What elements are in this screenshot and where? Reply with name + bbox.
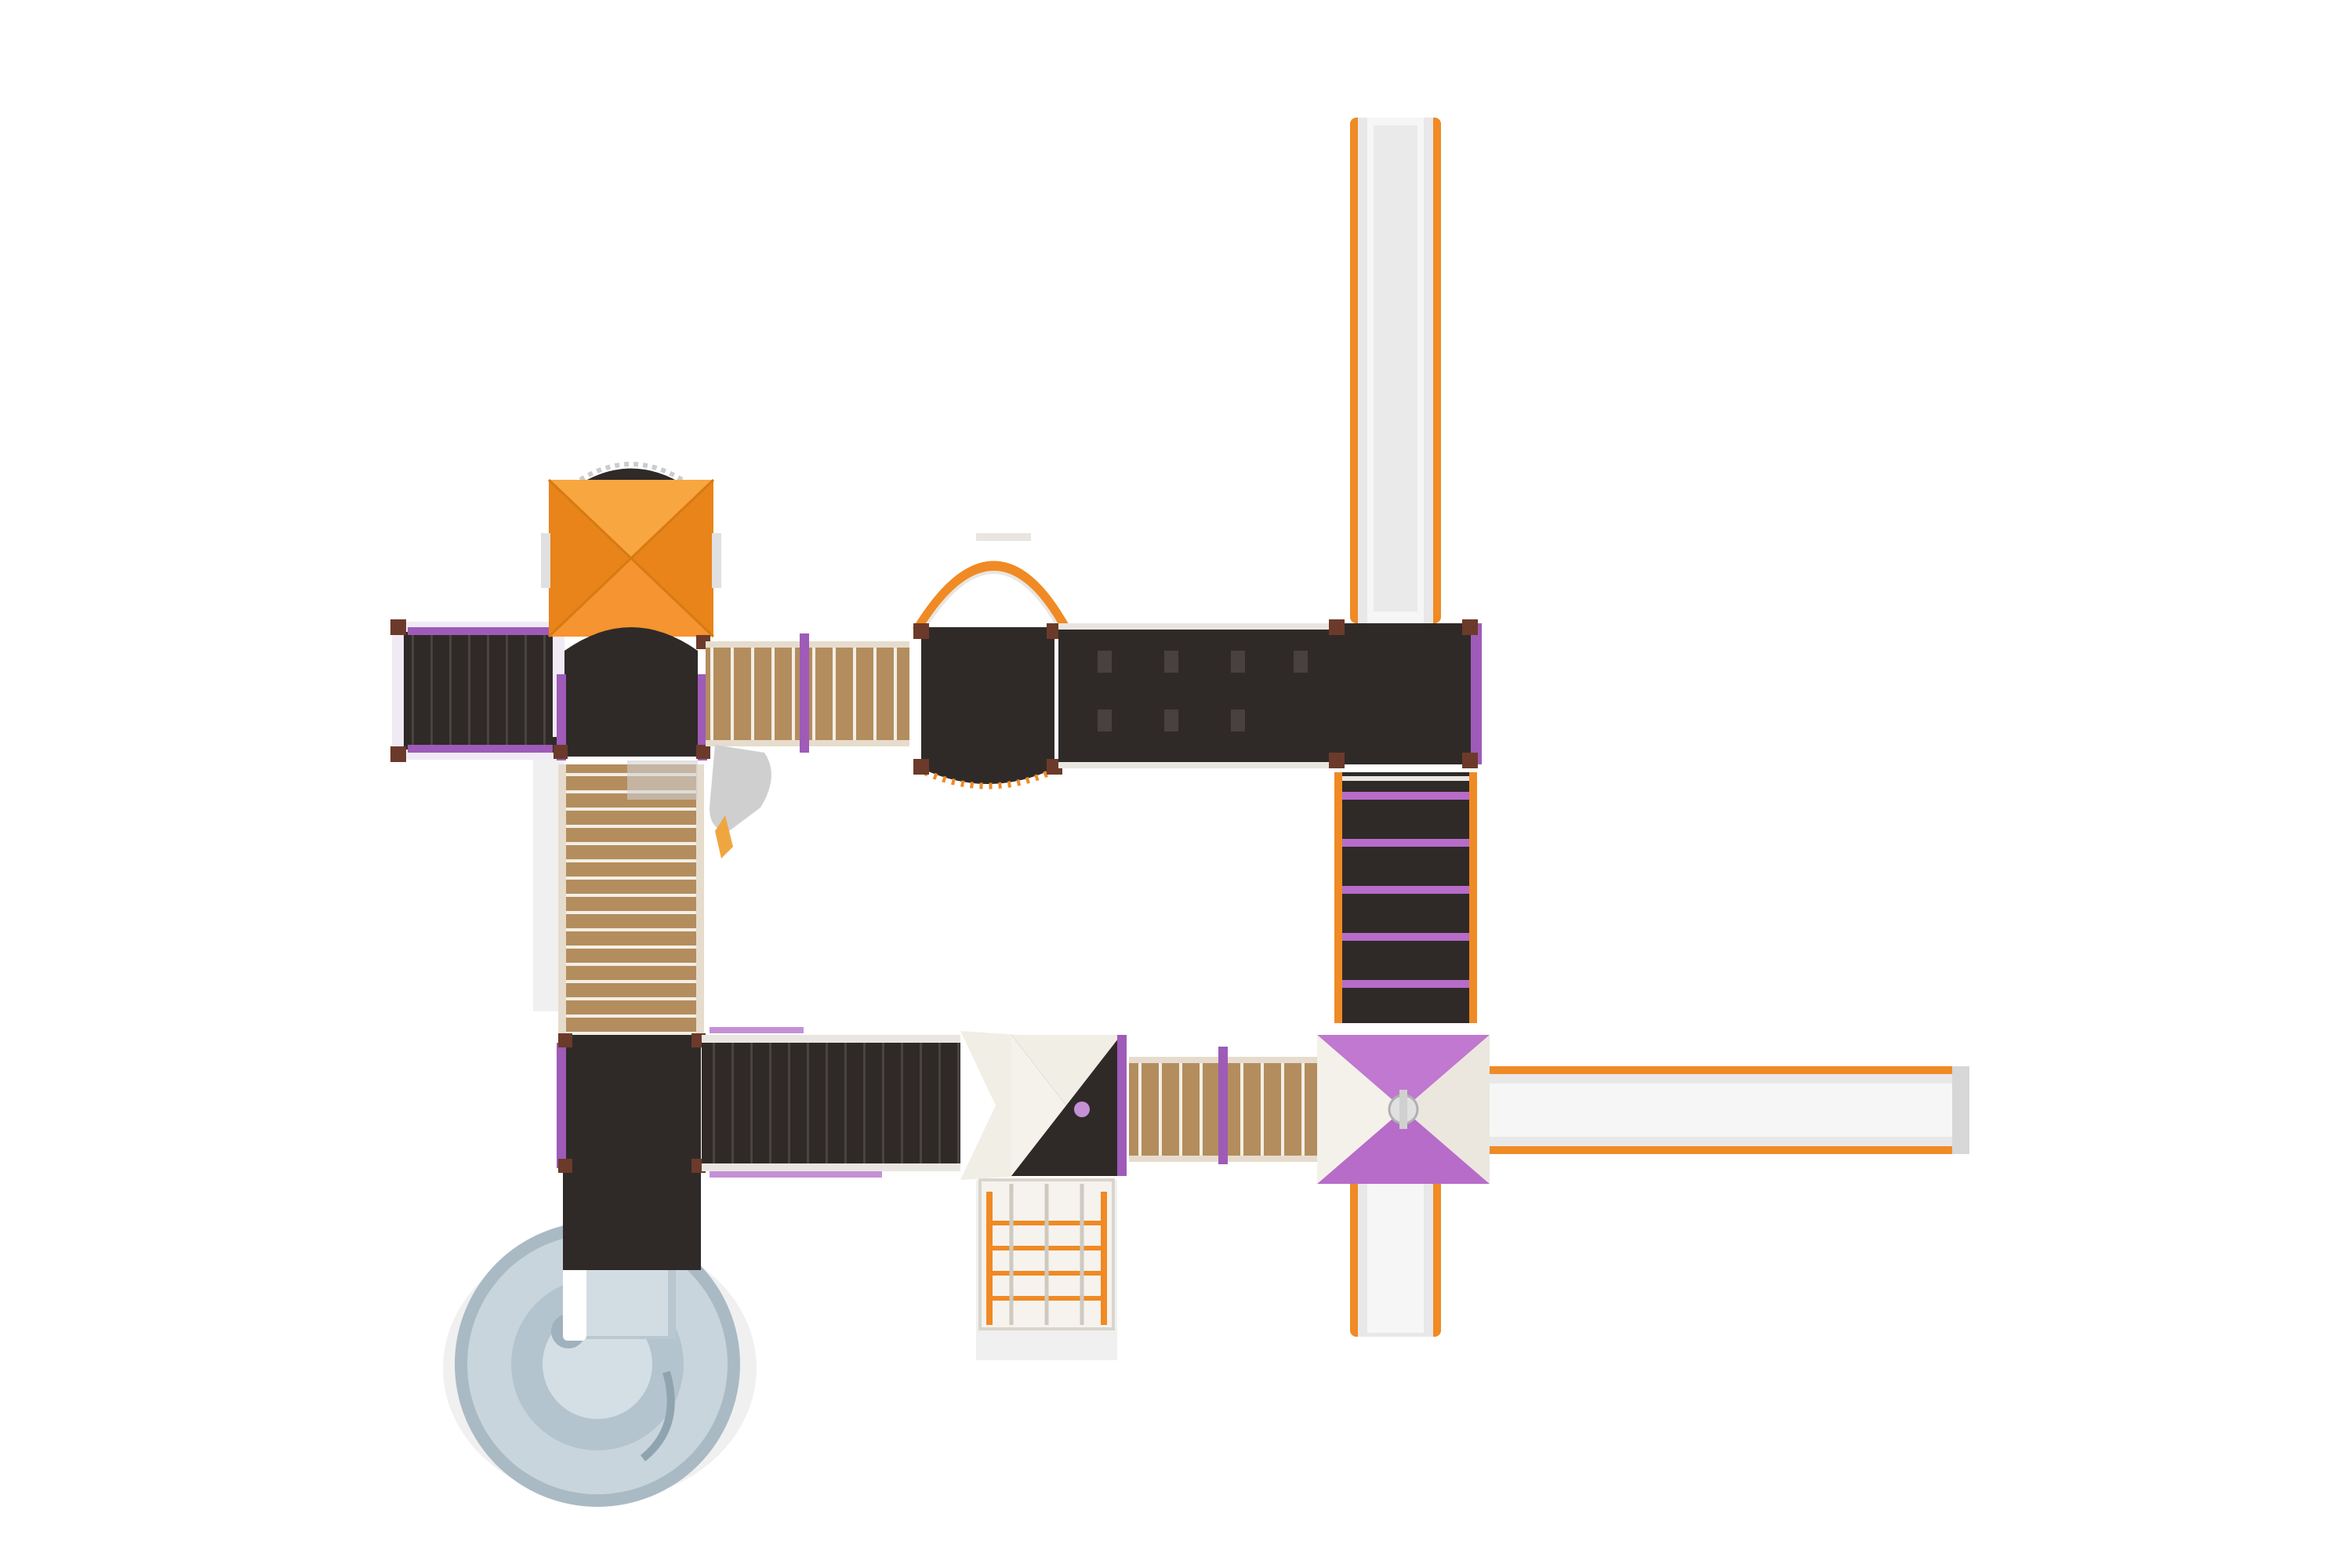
bottom-left-deck[interactable] (557, 1033, 706, 1270)
orange-tower[interactable] (541, 462, 721, 638)
right-ladder-walkway[interactable] (1334, 772, 1477, 1023)
top-slide[interactable] (1350, 118, 1441, 623)
top-long-deck[interactable] (1058, 623, 1333, 768)
left-entry-steps[interactable] (390, 619, 564, 762)
purple-tower[interactable] (1317, 1035, 1490, 1184)
wood-bridge-top-left[interactable] (706, 633, 909, 753)
white-x-tower[interactable] (960, 1031, 1127, 1180)
right-slide[interactable] (1478, 1066, 1969, 1154)
orange-tower-deck[interactable] (553, 627, 710, 760)
climbing-frame[interactable] (978, 1178, 1115, 1330)
wood-bridge-bottom[interactable] (1129, 1047, 1317, 1164)
bottom-slide[interactable] (1350, 1176, 1441, 1337)
top-right-deck[interactable] (1329, 619, 1482, 768)
spiral-slide[interactable] (455, 1221, 740, 1507)
mini-chute[interactable] (710, 745, 771, 858)
arch-tower[interactable] (913, 533, 1072, 789)
bottom-step-bridge[interactable] (702, 1027, 960, 1178)
wood-walkway-left[interactable] (558, 760, 704, 1035)
